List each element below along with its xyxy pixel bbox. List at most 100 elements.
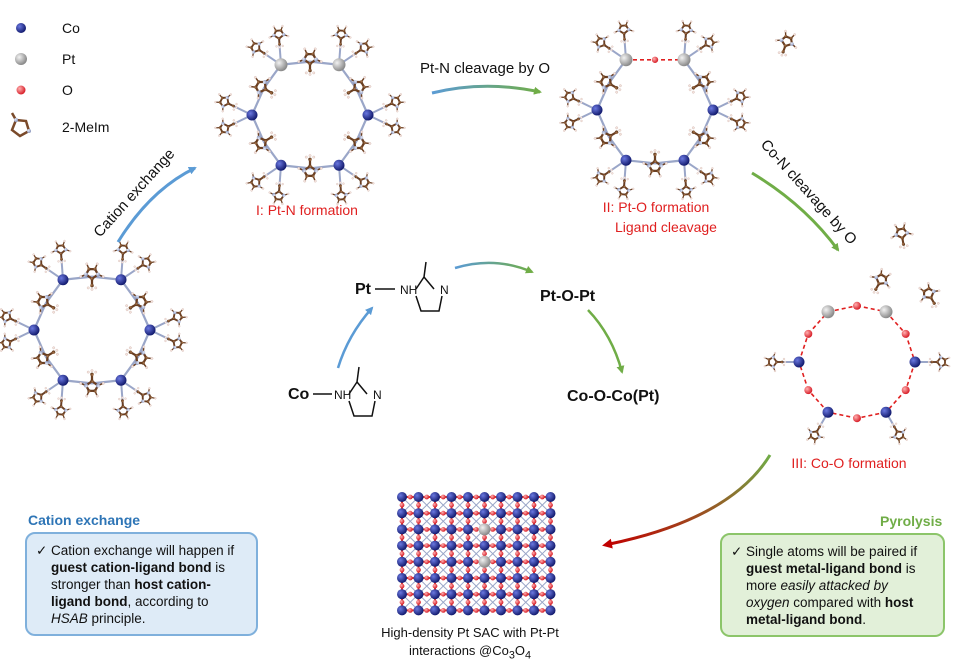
oxygen-atom — [853, 301, 861, 310]
hydrogen-atom — [27, 260, 30, 263]
ring-atom — [617, 188, 621, 192]
hydrogen-atom — [937, 302, 940, 305]
scheme-pt-label: Pt — [355, 281, 372, 298]
hydrogen-atom — [281, 182, 284, 186]
methylimidazole-ligand — [675, 19, 697, 44]
hydrogen-atom — [396, 110, 399, 113]
cobalt-atom — [529, 556, 539, 567]
hydrogen-atom — [346, 95, 350, 99]
scheme-arrow-to-pt-o-pt — [454, 261, 534, 274]
hydrogen-atom — [733, 88, 736, 91]
hydrogen-atom — [128, 346, 132, 350]
oxygen-atom — [523, 575, 529, 581]
hydrogen-atom — [47, 388, 50, 392]
hydrogen-atom — [308, 73, 312, 76]
methyl-carbon — [818, 425, 821, 429]
hydrogen-atom — [593, 80, 597, 83]
product-caption: High-density Pt SAC with Pt-Pt interacti… — [360, 624, 580, 665]
hydrogen-atom — [613, 72, 616, 75]
methylimidazole-ligand — [774, 29, 798, 57]
cobalt-atom — [529, 492, 539, 502]
methylimidazole-ligand — [763, 351, 787, 373]
methyl-carbon — [60, 257, 63, 261]
methyl-carbon — [121, 399, 124, 403]
stage1-caption: I: Pt-N formation — [256, 202, 358, 218]
ring-atom — [877, 282, 881, 286]
hydrogen-atom — [262, 55, 265, 58]
ring-atom — [342, 29, 346, 33]
ring-atom — [935, 360, 939, 364]
hydrogen-atom — [708, 71, 711, 74]
oxygen-atom — [523, 608, 529, 613]
bond — [827, 304, 858, 313]
oxygen-atom — [424, 494, 430, 500]
ring-atom — [337, 29, 341, 32]
ring-atom — [308, 164, 312, 168]
ring-atom — [566, 116, 570, 121]
methyl-carbon — [653, 152, 657, 157]
hydrogen-atom — [339, 181, 342, 184]
hydrogen-atom — [55, 308, 59, 312]
cleaved-ligand-fragments — [774, 29, 941, 309]
hydrogen-atom — [221, 117, 224, 120]
methyl-carbon — [577, 117, 580, 121]
ring-atom — [364, 176, 369, 180]
oxygen-atom — [531, 502, 537, 508]
product-caption-line2: interactions @Co3O4 — [408, 643, 532, 662]
hydrogen-atom — [79, 382, 83, 385]
oxygen-atom — [515, 502, 520, 508]
cation-note-bold1: guest cation-ligand bond — [51, 560, 212, 575]
starting-zif-framework — [0, 239, 188, 421]
oxygen-atom — [539, 527, 545, 532]
methylimidazole-ligand — [613, 19, 635, 44]
hydrogen-atom — [63, 259, 66, 263]
methyl-carbon — [354, 51, 358, 55]
ring-atom — [135, 361, 140, 365]
ring-atom — [603, 43, 606, 47]
cobalt-atom — [529, 508, 539, 519]
pyrolysis-arrow — [602, 454, 772, 549]
hydrogen-atom — [691, 126, 695, 130]
methyl-carbon — [346, 135, 351, 139]
ring-atom — [172, 340, 175, 343]
ring-atom — [31, 261, 35, 264]
ring-atom — [707, 80, 711, 84]
methyl-carbon — [781, 50, 785, 54]
ring-atom — [359, 135, 364, 140]
oxygen-atom — [490, 510, 496, 516]
oxygen-atom — [465, 551, 471, 557]
oxygen-atom — [482, 583, 487, 589]
hydrogen-atom — [367, 38, 370, 41]
methylimidazole-ligand — [245, 38, 269, 58]
hydrogen-atom — [617, 197, 620, 200]
oxygen-atom — [523, 494, 529, 500]
hydrogen-atom — [79, 275, 83, 278]
cobalt-atom — [496, 605, 506, 616]
oxygen-atom — [531, 583, 537, 589]
cobalt-atom — [496, 573, 506, 583]
cobalt-atom — [115, 374, 127, 386]
ring-atom — [0, 341, 4, 345]
ring-atom — [789, 36, 793, 40]
hydrogen-atom — [930, 305, 934, 309]
cobalt-atom — [545, 589, 556, 600]
ring-atom — [282, 33, 286, 37]
cobalt-atom — [479, 573, 490, 583]
ring-atom — [596, 171, 601, 175]
hydrogen-atom — [619, 84, 622, 88]
hydrogen-atom — [577, 114, 580, 117]
ring-atom — [146, 257, 150, 260]
hydrogen-atom — [898, 442, 901, 446]
oxygen-atom — [465, 583, 471, 589]
hydrogen-atom — [32, 404, 35, 407]
ring-atom — [682, 24, 686, 27]
ring-atom — [56, 412, 60, 416]
hydrogen-atom — [131, 251, 134, 254]
hydrogen-atom — [782, 357, 786, 361]
hydrogen-atom — [388, 134, 391, 137]
ring-atom — [96, 383, 100, 388]
hydrogen-atom — [268, 150, 271, 153]
ring-atom — [602, 75, 606, 79]
bond — [807, 389, 829, 413]
hydrogen-atom — [229, 134, 232, 137]
